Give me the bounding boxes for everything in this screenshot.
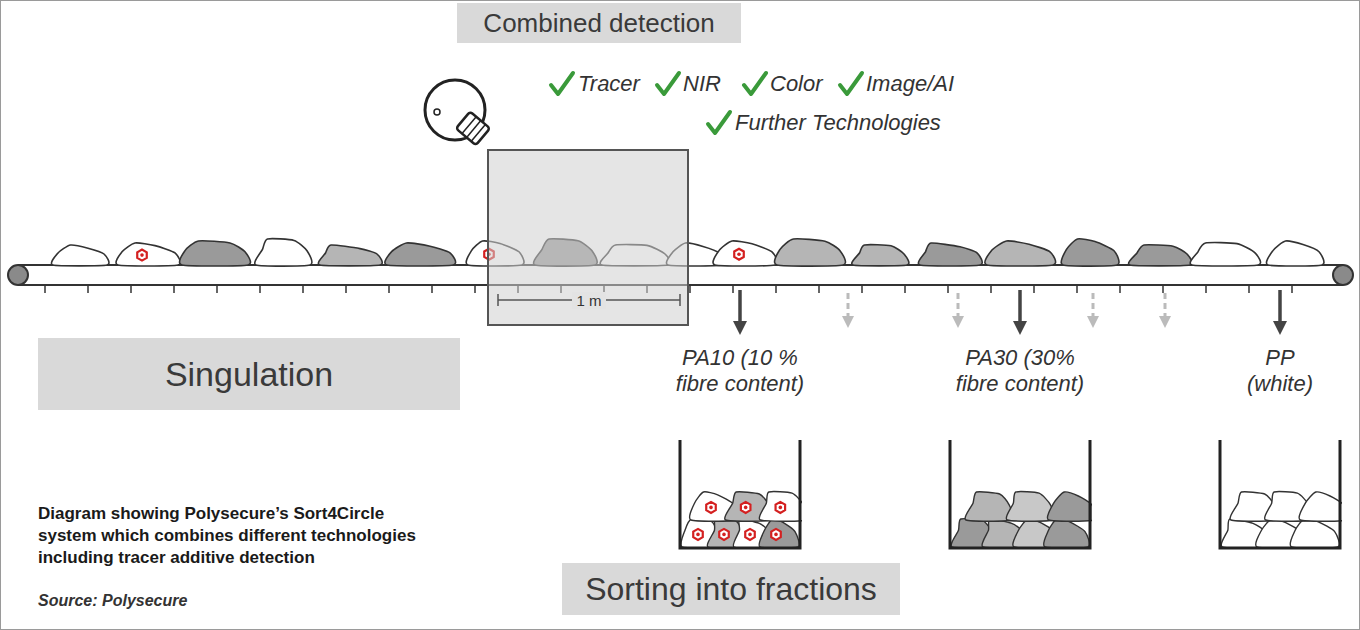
tracer-dot <box>744 506 748 510</box>
belt-tick <box>474 285 476 293</box>
stage-label: Sorting into fractions <box>585 571 877 608</box>
fraction-bin: PA10 (10 % fibre content) <box>678 345 802 550</box>
plastic-piece <box>1190 243 1260 266</box>
tracer-marker <box>741 502 751 513</box>
stage-label: Combined detection <box>483 8 714 39</box>
stage-label-box: Combined detection <box>457 3 741 43</box>
stage-label-box: Singulation <box>38 338 460 410</box>
tracer-dot <box>709 506 713 510</box>
belt-tick <box>861 285 863 293</box>
belt-tick <box>431 285 433 293</box>
belt-tick <box>302 285 304 293</box>
plastic-piece <box>1061 239 1119 266</box>
technology-label: NIR <box>683 71 721 97</box>
camera-icon <box>425 80 490 145</box>
tracer-marker <box>776 502 786 513</box>
tracer-marker <box>734 249 744 260</box>
belt-tick <box>818 285 820 293</box>
plastic-piece <box>255 239 312 266</box>
bin-outline <box>948 440 1092 550</box>
plastic-piece <box>918 243 982 266</box>
bin-outline <box>678 440 802 550</box>
tracer-dot <box>737 252 741 256</box>
fraction-bin: PP (white) <box>1218 345 1342 550</box>
belt-tick <box>904 285 906 293</box>
figure-caption: Diagram showing Polysecure’s Sort4Circle… <box>38 503 438 569</box>
tracer-dot <box>748 533 752 537</box>
fraction-label: PA10 (10 % fibre content) <box>670 345 810 398</box>
technology-label: Further Technologies <box>735 110 941 136</box>
belt-tick <box>345 285 347 293</box>
sorted-piece <box>1047 492 1092 521</box>
detection-zone <box>488 150 688 325</box>
tracer-marker <box>137 250 147 261</box>
source-note: Source: Polysecure <box>38 592 187 610</box>
belt-tick <box>732 285 734 293</box>
fraction-label: PP (white) <box>1235 345 1325 398</box>
belt-tick <box>775 285 777 293</box>
sorted-piece <box>1299 492 1342 521</box>
fraction-bin: PA30 (30% fibre content) <box>948 345 1092 550</box>
belt-tick <box>947 285 949 293</box>
plastic-piece <box>51 245 109 266</box>
belt-tick <box>689 285 691 293</box>
belt-tick <box>990 285 992 293</box>
bin-wall <box>1220 440 1340 548</box>
tracer-dot <box>696 533 700 537</box>
tracer-marker <box>706 502 716 513</box>
belt-tick <box>1033 285 1035 293</box>
sorted-piece <box>1044 519 1090 548</box>
plastic-piece <box>180 241 251 266</box>
tracer-marker <box>693 529 703 540</box>
tracer-dot <box>779 506 783 510</box>
belt-tick <box>1291 285 1293 293</box>
plastic-piece <box>385 243 456 266</box>
tracer-dot <box>722 533 726 537</box>
belt-tick <box>1162 285 1164 293</box>
sorted-piece <box>759 492 802 522</box>
sorted-piece <box>759 519 799 548</box>
tracer-dot <box>774 533 778 537</box>
belt-tick <box>388 285 390 293</box>
plastic-piece <box>852 245 909 266</box>
stage-label-box: Sorting into fractions <box>562 563 900 615</box>
plastic-piece <box>713 241 777 266</box>
belt-tick <box>216 285 218 293</box>
belt-tick <box>87 285 89 293</box>
plastic-piece <box>985 241 1056 266</box>
technology-label: Image/AI <box>866 71 954 97</box>
belt-tick <box>1248 285 1250 293</box>
plastic-piece <box>1266 241 1324 266</box>
belt-tick <box>173 285 175 293</box>
bin-wall <box>950 440 1090 548</box>
fraction-label: PA30 (30% fibre content) <box>945 345 1095 398</box>
tracer-marker <box>771 529 781 540</box>
tracer-marker <box>745 529 755 540</box>
technology-label: Tracer <box>578 71 640 97</box>
plastic-piece <box>318 245 382 266</box>
belt-tick <box>44 285 46 293</box>
belt-tick <box>1119 285 1121 293</box>
plastic-piece <box>116 243 180 266</box>
belt-tick <box>130 285 132 293</box>
belt-tick <box>1076 285 1078 293</box>
dimension-label: 1 m <box>572 292 605 309</box>
tracer-marker <box>719 529 729 540</box>
bin-outline <box>1218 440 1342 550</box>
technology-label: Color <box>770 71 823 97</box>
tracer-dot <box>140 253 144 257</box>
plastic-piece <box>1129 245 1193 266</box>
bin-wall <box>680 440 800 548</box>
stage-label: Singulation <box>165 355 333 394</box>
belt-tick <box>259 285 261 293</box>
ejection-arrows <box>740 290 1280 328</box>
belt-tick <box>1205 285 1207 293</box>
plastic-piece <box>775 239 846 266</box>
sorted-piece <box>1290 519 1339 548</box>
